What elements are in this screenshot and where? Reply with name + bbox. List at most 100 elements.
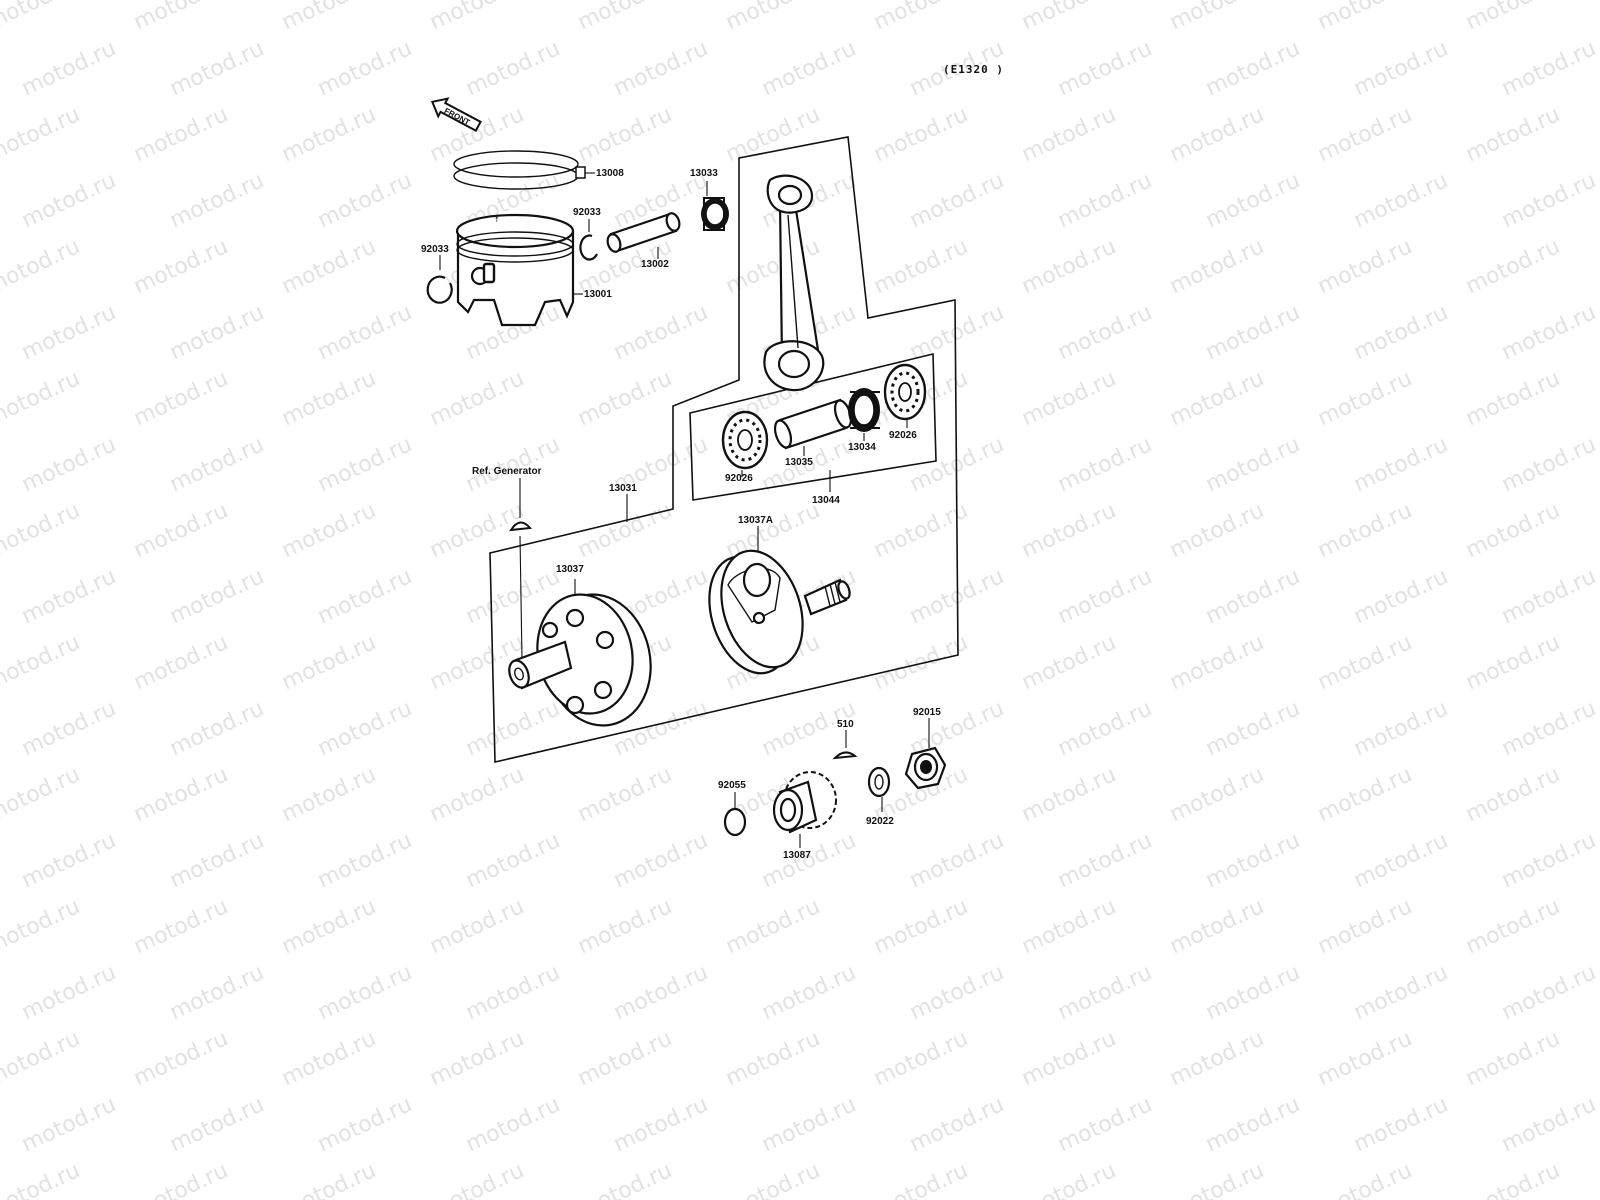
watermark-text: motod.ru [166,300,268,365]
watermark-text: motod.ru [1314,102,1416,167]
watermark-text: motod.ru [426,0,528,35]
woodruff-key-icon [509,521,532,532]
watermark-text: motod.ru [18,432,120,497]
watermark-text: motod.ru [1166,630,1268,695]
watermark-text: motod.ru [1350,1092,1452,1157]
watermark-text: motod.ru [1202,36,1304,101]
watermark-text: motod.ru [1498,300,1600,365]
watermark-text: motod.ru [0,762,84,827]
connecting-rod [763,174,825,392]
watermark-text: motod.ru [870,234,972,299]
watermark-text: motod.ru [1350,168,1452,233]
ref-generator-note: Ref. Generator [472,466,542,477]
watermark-text: motod.ru [130,1158,232,1200]
watermark-text: motod.ru [1314,630,1416,695]
watermark-text: motod.ru [0,1026,84,1091]
watermark-text: motod.ru [166,432,268,497]
watermark-text: motod.ru [166,564,268,629]
watermark-text: motod.ru [1202,432,1304,497]
watermark-text: motod.ru [0,630,84,695]
watermark-text: motod.ru [906,168,1008,233]
watermark-text: motod.ru [130,1026,232,1091]
piston-rings [453,150,586,190]
watermark-text: motod.ru [18,828,120,893]
watermark-text: motod.ru [166,36,268,101]
watermark-text: motod.ru [1462,762,1564,827]
watermark-text: motod.ru [314,960,416,1025]
watermark-text: motod.ru [314,168,416,233]
watermark-text: motod.ru [426,366,528,431]
watermark-text: motod.ru [610,300,712,365]
watermark-text: motod.ru [1350,564,1452,629]
watermark-text: motod.ru [1202,168,1304,233]
watermark-text: motod.ru [1462,498,1564,563]
watermark-text: motod.ru [166,828,268,893]
watermark-text: motod.ru [1018,762,1120,827]
crank-nut [904,746,947,790]
watermark-text: motod.ru [18,168,120,233]
watermark-text: motod.ru [278,630,380,695]
watermark-text: motod.ru [1054,828,1156,893]
watermark-text: motod.ru [1498,1092,1600,1157]
watermark-text: motod.ru [18,564,120,629]
watermark-text: motod.ru [1498,696,1600,761]
watermark-text: motod.ru [1054,696,1156,761]
watermark-text: motod.ru [870,1158,972,1200]
watermark-text: motod.ru [1054,300,1156,365]
watermark-text: motod.ru [574,102,676,167]
watermark-text: motod.ru [166,1092,268,1157]
watermark-text: motod.ru [1350,36,1452,101]
key-icon [832,751,858,760]
watermark-text: motod.ru [1498,36,1600,101]
watermark-text: motod.ru [1018,234,1120,299]
part-label: 13044 [812,495,840,506]
watermark-text: motod.ru [574,0,676,35]
watermark-text: motod.ru [130,762,232,827]
watermark-text: motod.ru [278,762,380,827]
watermark-text: motod.ru [574,1158,676,1200]
watermark-text: motod.ru [1314,1026,1416,1091]
watermark-text: motod.ru [1018,0,1120,35]
crank-bearing-left [721,410,769,470]
part-label: 92022 [866,816,894,827]
watermark-text: motod.ru [130,102,232,167]
watermark-text: motod.ru [1498,960,1600,1025]
washer [867,766,891,798]
piston: ↑ [455,213,575,327]
watermark-text: motod.ru [870,0,972,35]
watermark-text: motod.ru [1018,1158,1120,1200]
watermark-text: motod.ru [278,234,380,299]
watermark-text: motod.ru [314,564,416,629]
diagram-code: (E1320 ) [943,63,1004,76]
part-label: 13037A [738,515,773,526]
part-label: 13034 [848,442,876,453]
watermark-text: motod.ru [278,1026,380,1091]
watermark-text: motod.ru [18,1092,120,1157]
watermark-text: motod.ru [758,960,860,1025]
watermark-text: motod.ru [1166,1158,1268,1200]
watermark-text: motod.ru [1462,894,1564,959]
watermark-text: motod.ru [462,432,564,497]
watermark-text: motod.ru [870,894,972,959]
big-end-bearing [848,388,880,432]
watermark-text: motod.ru [166,960,268,1025]
watermark-text: motod.ru [314,696,416,761]
watermark-text: motod.ru [1202,828,1304,893]
part-label: 13001 [584,289,612,300]
watermark-text: motod.ru [462,960,564,1025]
part-label: 13033 [690,168,718,179]
watermark-text: motod.ru [1314,762,1416,827]
watermark-text: motod.ru [1350,828,1452,893]
watermark-text: motod.ru [1314,894,1416,959]
watermark-text: motod.ru [130,366,232,431]
watermark-text: motod.ru [1018,102,1120,167]
watermark-text: motod.ru [278,1158,380,1200]
small-end-bearing [701,197,729,231]
watermark-text: motod.ru [314,828,416,893]
part-label: 13035 [785,457,813,468]
watermark-text: motod.ru [1018,630,1120,695]
watermark-text: motod.ru [722,0,824,35]
part-label: 13031 [609,483,637,494]
watermark-text: motod.ru [870,102,972,167]
